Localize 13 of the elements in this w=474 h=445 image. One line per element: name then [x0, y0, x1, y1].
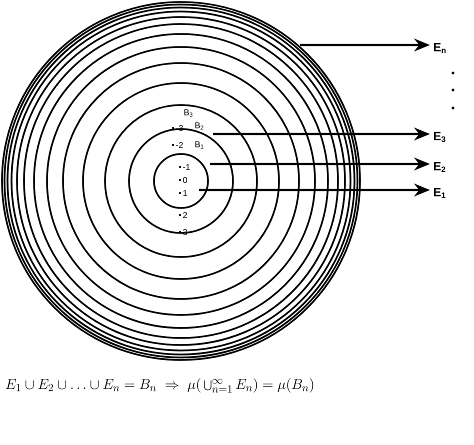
- set-label: E$_{1}$: [434, 188, 446, 198]
- set-label: E$_{3}$: [434, 132, 446, 142]
- point-label: 2: [178, 212, 187, 218]
- set-label: B$_{1}$: [195, 141, 204, 149]
- point-label: 0: [178, 177, 188, 183]
- set-label: B$_{2}$: [195, 122, 204, 130]
- set-label: E$_{2}$: [434, 162, 446, 172]
- formula: $E_1 \cup E_2 \cup \ldots \cup E_n = B_n \;\Rightarrow\; \mu\Big(\bigcup_{n=1}^{\infty} E_n\Big) = \mu(B_n)$: [6, 378, 314, 393]
- set-label: E$_{n}$: [434, 42, 446, 54]
- point-label: -1: [178, 164, 190, 170]
- point-label: 1: [178, 190, 188, 196]
- point-label: -2: [172, 142, 183, 148]
- set-label: B$_{3}$: [184, 109, 192, 117]
